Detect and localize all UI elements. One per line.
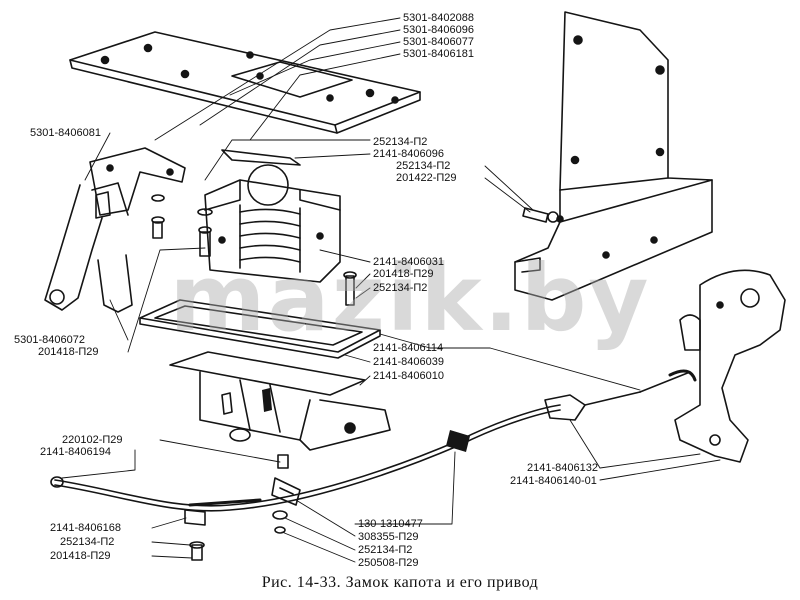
- label-2141-8406168: 2141-8406168: [50, 522, 121, 534]
- label-5301-8406077: 5301-8406077: [403, 36, 474, 48]
- label-2141-8406140-01: 2141-8406140-01: [510, 475, 597, 487]
- label-5301-8402088: 5301-8402088: [403, 12, 474, 24]
- small-plate: [221, 149, 301, 166]
- safety-hook-lever: [44, 147, 186, 313]
- lock-bolt: [343, 271, 357, 306]
- label-252134-p2-d: 252134-П2: [60, 536, 115, 548]
- label-5301-8406072: 5301-8406072: [14, 334, 85, 346]
- label-2141-8406114: 2141-8406114: [373, 342, 444, 354]
- label-201418-p29-c: 201418-П29: [50, 550, 111, 562]
- label-201418-p29-a: 201418-П29: [373, 268, 434, 280]
- label-252134-p2-b: 252134-П2: [396, 160, 451, 172]
- lock-base: [169, 351, 391, 451]
- label-220102-p29: 220102-П29: [62, 434, 123, 446]
- label-201418-p29-b: 201418-П29: [38, 346, 99, 358]
- label-308355-p29: 308355-П29: [358, 531, 419, 543]
- label-130-1310477: 130-1310477: [358, 518, 423, 530]
- mounting-bracket: [514, 11, 713, 301]
- label-5301-8406096: 5301-8406096: [403, 24, 474, 36]
- label-252134-p2-c: 252134-П2: [373, 282, 428, 294]
- top-plate: [69, 31, 421, 134]
- label-250508-p29: 250508-П29: [358, 557, 419, 569]
- leader-lines: [61, 17, 721, 563]
- watermark-text: mazik.by: [169, 245, 651, 352]
- label-252134-p2-a: 252134-П2: [373, 136, 428, 148]
- label-252134-p2-e: 252134-П2: [358, 544, 413, 556]
- label-2141-8406039: 2141-8406039: [373, 356, 444, 368]
- figure-caption: Рис. 14-33. Замок капота и его привод: [261, 574, 539, 591]
- label-5301-8406181: 5301-8406181: [403, 48, 474, 60]
- label-201422-p29: 201422-П29: [396, 172, 457, 184]
- lock-housing: [204, 164, 341, 283]
- label-2141-8406031: 2141-8406031: [373, 256, 444, 268]
- label-2141-8406010: 2141-8406010: [373, 370, 444, 382]
- bracket-bolt: [522, 207, 559, 223]
- release-cable: [50, 391, 641, 512]
- label-2141-8406096: 2141-8406096: [373, 148, 444, 160]
- label-2141-8406194: 2141-8406194: [40, 446, 111, 458]
- label-2141-8406132: 2141-8406132: [527, 462, 598, 474]
- cable-clips: [184, 454, 301, 561]
- label-5301-8406081: 5301-8406081: [30, 127, 101, 139]
- release-handle: [639, 269, 786, 463]
